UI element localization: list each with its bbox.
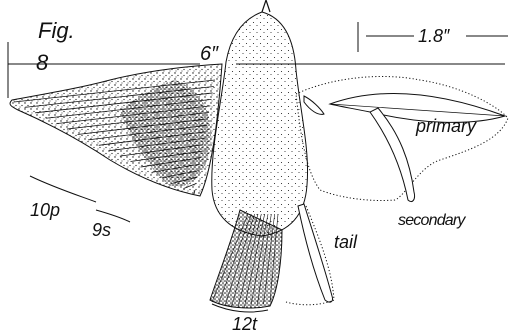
feather-length-label: 1.8″ (418, 26, 450, 46)
primary-label: primary (415, 116, 477, 136)
secondary-feather (370, 108, 415, 202)
tail-label: tail (334, 232, 358, 252)
covert-feather (304, 96, 324, 114)
tail-count-label: 12t (232, 314, 258, 334)
tail (210, 210, 282, 308)
fig-label: Fig. (38, 18, 75, 43)
secondary-count-label: 9s (92, 220, 111, 240)
fig-number: 8 (36, 50, 49, 75)
secondary-label: secondary (398, 212, 466, 229)
primary-count-label: 10p (30, 200, 60, 220)
bird-beak (262, 0, 270, 12)
primary-count-bracket (30, 176, 96, 202)
tail-feather (298, 204, 333, 302)
wingspan-label: 6″ (200, 43, 219, 65)
bird-body (212, 12, 308, 236)
